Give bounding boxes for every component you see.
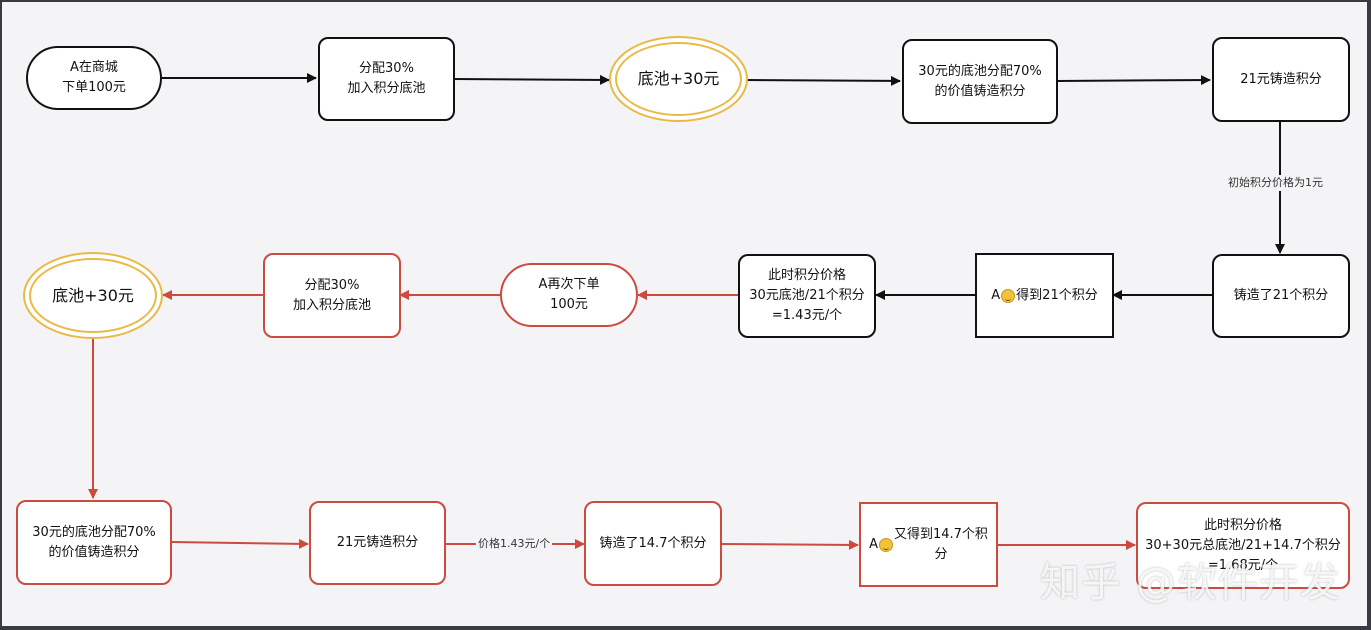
node-pool-plus-30[interactable]: 底池+30元 xyxy=(609,36,748,122)
node-mint-21-yuan-2[interactable]: 21元铸造积分 xyxy=(309,501,446,585)
node-second-order[interactable]: A再次下单 100元 xyxy=(500,263,638,327)
edge-minted2-to-receive2 xyxy=(720,539,859,550)
edge-split2-to-mint2 xyxy=(170,538,309,549)
node-price-calculation[interactable]: 此时积分价格 30元底池/21个积分 =1.43元/个 xyxy=(738,254,876,338)
node-split-70-percent[interactable]: 30元的底池分配70% 的价值铸造积分 xyxy=(902,39,1058,124)
receiver-text: 得到21个积分 xyxy=(1016,287,1098,303)
edge-pool-to-split xyxy=(745,75,901,86)
node-minted-14-7[interactable]: 铸造了14.7个积分 xyxy=(584,501,722,586)
node-pool-plus-30-2[interactable]: 底池+30元 xyxy=(23,252,163,339)
node-a-receives-21[interactable]: A 得到21个积分 xyxy=(975,253,1114,338)
smiling-face-icon xyxy=(1001,288,1016,303)
zhihu-watermark: 知乎 @软件开发 xyxy=(1040,560,1341,606)
node-split-70-percent-2[interactable]: 30元的底池分配70% 的价值铸造积分 xyxy=(16,500,172,585)
smiling-face-icon xyxy=(878,537,893,552)
receiver-prefix-2: A xyxy=(869,536,878,552)
receiver-prefix: A xyxy=(991,287,1001,303)
node-allocate-to-pool-2[interactable]: 分配30% 加入积分底池 xyxy=(263,253,401,338)
edge-label-initial-price: 初始积分价格为1元 xyxy=(1226,175,1325,191)
edge-allocate-to-pool xyxy=(452,74,610,85)
node-minted-21[interactable]: 铸造了21个积分 xyxy=(1212,254,1350,338)
node-a-receives-14-7[interactable]: A 又得到14.7个积 分 xyxy=(859,502,998,587)
edge-split-to-mint xyxy=(1055,75,1211,86)
node-mint-21-yuan[interactable]: 21元铸造积分 xyxy=(1212,37,1350,122)
edge-label-price-1-43: 价格1.43元/个 xyxy=(476,536,553,552)
receiver-text-2: 又得到14.7个积 分 xyxy=(893,526,988,562)
node-allocate-to-pool[interactable]: 分配30% 加入积分底池 xyxy=(318,37,455,121)
node-price-calculation-2[interactable]: 此时积分价格 30+30元总底池/21+14.7个积分 =1.68元/个 xyxy=(1136,502,1350,589)
node-first-order[interactable]: A在商城 下单100元 xyxy=(26,46,162,110)
